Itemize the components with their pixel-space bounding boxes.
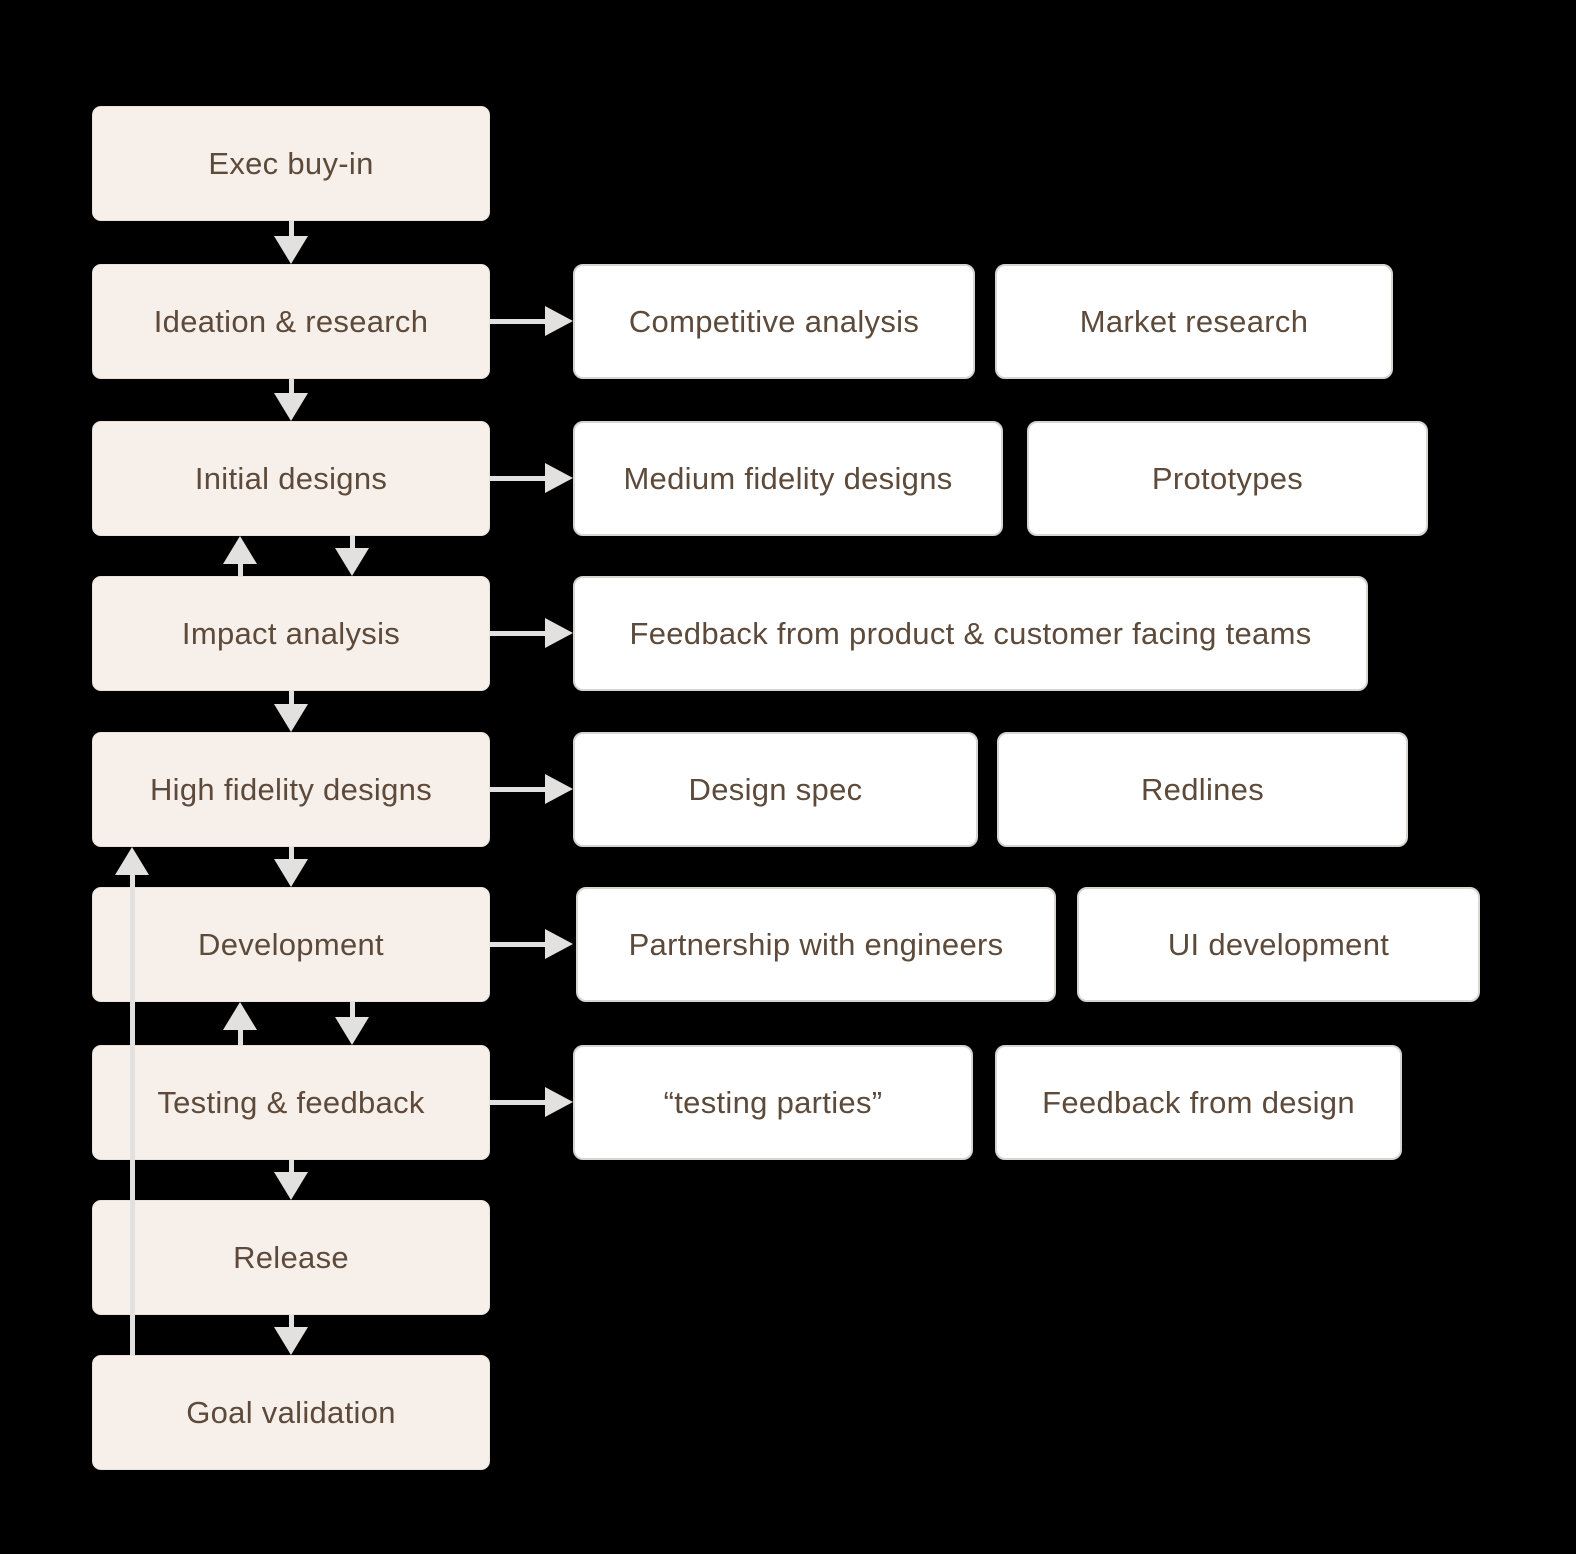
- stage-label: Initial designs: [194, 460, 388, 496]
- output-feedback-from-teams: Feedback from product & customer facing …: [573, 576, 1368, 691]
- output-design-spec: Design spec: [573, 732, 978, 847]
- arrow-down-icon: [274, 1160, 308, 1200]
- arrow-down-icon: [274, 379, 308, 421]
- arrow-right-icon: [490, 618, 573, 648]
- arrow-right-icon: [490, 929, 573, 959]
- stage-exec-buy-in: Exec buy-in: [92, 106, 490, 221]
- arrow-right-icon: [490, 1087, 573, 1117]
- output-label: Design spec: [688, 771, 863, 807]
- output-redlines: Redlines: [997, 732, 1408, 847]
- stage-label: Impact analysis: [181, 615, 401, 651]
- output-label: Prototypes: [1151, 460, 1304, 496]
- stage-high-fidelity-designs: High fidelity designs: [92, 732, 490, 847]
- output-label: Market research: [1079, 303, 1309, 339]
- output-label: Medium fidelity designs: [623, 460, 953, 496]
- stage-label: Testing & feedback: [157, 1084, 425, 1120]
- output-label: Partnership with engineers: [628, 926, 1004, 962]
- output-testing-parties: “testing parties”: [573, 1045, 973, 1160]
- arrow-down-icon: [274, 221, 308, 264]
- stage-ideation-research: Ideation & research: [92, 264, 490, 379]
- stage-label: Development: [198, 926, 384, 962]
- arrow-up-icon: [115, 847, 149, 875]
- stage-label: Goal validation: [186, 1394, 396, 1430]
- output-medium-fidelity-designs: Medium fidelity designs: [573, 421, 1003, 536]
- feedback-loop-line: [130, 875, 135, 1355]
- arrow-right-icon: [490, 306, 573, 336]
- output-ui-development: UI development: [1077, 887, 1480, 1002]
- output-label: Redlines: [1140, 771, 1265, 807]
- stage-label: Exec buy-in: [208, 145, 374, 181]
- output-partnership-with-engineers: Partnership with engineers: [576, 887, 1056, 1002]
- stage-label: High fidelity designs: [150, 771, 432, 807]
- stage-development: Development: [92, 887, 490, 1002]
- stage-goal-validation: Goal validation: [92, 1355, 490, 1470]
- arrow-down-icon: [274, 1315, 308, 1355]
- output-prototypes: Prototypes: [1027, 421, 1428, 536]
- output-feedback-from-design: Feedback from design: [995, 1045, 1402, 1160]
- arrow-up-icon: [223, 1002, 257, 1045]
- output-label: Competitive analysis: [628, 303, 920, 339]
- stage-testing-feedback: Testing & feedback: [92, 1045, 490, 1160]
- arrow-right-icon: [490, 463, 573, 493]
- output-competitive-analysis: Competitive analysis: [573, 264, 975, 379]
- output-label: Feedback from product & customer facing …: [629, 615, 1312, 651]
- output-market-research: Market research: [995, 264, 1393, 379]
- stage-release: Release: [92, 1200, 490, 1315]
- arrow-up-icon: [223, 536, 257, 576]
- output-label: “testing parties”: [663, 1084, 883, 1120]
- arrow-down-icon: [335, 1002, 369, 1045]
- output-label: Feedback from design: [1042, 1084, 1355, 1120]
- arrow-down-icon: [274, 847, 308, 887]
- stage-label: Ideation & research: [153, 303, 429, 339]
- stage-label: Release: [233, 1239, 349, 1275]
- stage-impact-analysis: Impact analysis: [92, 576, 490, 691]
- arrow-down-icon: [335, 536, 369, 576]
- stage-initial-designs: Initial designs: [92, 421, 490, 536]
- arrow-right-icon: [490, 774, 573, 804]
- arrow-down-icon: [274, 691, 308, 732]
- output-label: UI development: [1167, 926, 1390, 962]
